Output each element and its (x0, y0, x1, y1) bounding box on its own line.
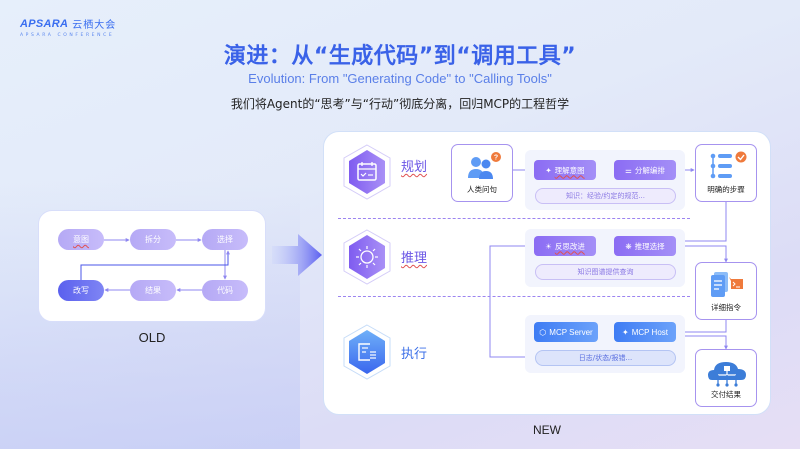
old-node-select: 选择 (202, 229, 248, 250)
align-icon: ⚌ (625, 165, 632, 175)
deliver-result-card: 交付结果 (695, 349, 757, 407)
transition-arrow-icon (272, 234, 322, 276)
document-terminal-icon (711, 272, 743, 297)
step-label: MCP Host (631, 327, 668, 337)
old-node-result: 结果 (130, 280, 176, 301)
checklist-icon (710, 151, 747, 179)
old-label: OLD (138, 330, 166, 345)
stage-divider (338, 218, 690, 219)
old-node-intent: 意图 (58, 229, 104, 250)
card-label: 明确的步骤 (707, 185, 745, 194)
reasoning-knowledge-note: 知识图谱提供查询 (535, 264, 676, 280)
sun-icon: ☀ (545, 241, 552, 251)
step-reflect-improve: ☀反思改进 (534, 236, 596, 256)
card-label: 交付结果 (711, 390, 741, 399)
logo-brand: APSARA (20, 17, 69, 30)
stage-label-planning: 规划 (401, 156, 427, 175)
step-label: 分解编排 (634, 165, 665, 175)
step-label: 理解意图 (554, 165, 585, 175)
server-cube-icon: ⬡ (539, 327, 547, 337)
execution-log-note: 日志/状态/报错... (535, 350, 676, 366)
planning-knowledge-note: 知识：经验/约定的规范... (535, 188, 676, 204)
old-flow-panel (38, 210, 266, 322)
old-node-rewrite: 改写 (58, 280, 104, 301)
step-reason-select: ❋推理选择 (614, 236, 676, 256)
clear-steps-card: 明确的步骤 (695, 144, 757, 202)
cloud-network-icon (708, 362, 746, 387)
step-label: 反思改进 (554, 241, 585, 251)
detailed-instructions-card: 详细指令 (695, 262, 757, 320)
old-node-code: 代码 (202, 280, 248, 301)
stage-divider (338, 296, 690, 297)
logo-cn: 云栖大会 (72, 20, 117, 31)
stage-planning-text: 规划 (401, 160, 428, 175)
stage-label-reasoning: 推理 (401, 247, 427, 266)
sparkle-icon: ✦ (545, 165, 552, 175)
calendar-check-icon (343, 144, 391, 200)
card-label: 人类问句 (467, 185, 497, 194)
page-subtitle: Evolution: From "Generating Code" to "Ca… (248, 71, 552, 86)
step-understand-intent: ✦理解意图 (534, 160, 596, 180)
new-label: NEW (533, 423, 561, 437)
page-tagline: 我们将Agent的“思考”与“行动”彻底分离，回归MCP的工程哲学 (230, 97, 570, 111)
logo-subtitle: APSARA CONFERENCE (20, 33, 115, 38)
human-question-card: ? 人类问句 (451, 144, 513, 202)
brain-gear-icon (343, 229, 391, 285)
document-list-icon (343, 324, 391, 380)
network-icon: ❋ (625, 241, 632, 251)
card-label: 详细指令 (711, 303, 741, 312)
page-title: 演进：从“生成代码”到“调用工具” (223, 44, 577, 69)
svg-text:?: ? (494, 155, 498, 162)
old-node-label: 意图 (73, 235, 89, 244)
step-mcp-server: ⬡MCP Server (534, 322, 598, 342)
apsara-logo: APSARA 云栖大会 APSARA CONFERENCE (20, 16, 117, 39)
users-icon: ? (468, 152, 501, 179)
step-mcp-host: ✦MCP Host (614, 322, 676, 342)
old-node-split: 拆分 (130, 229, 176, 250)
sparkle-icon: ✦ (621, 327, 629, 337)
stage-reasoning-text: 推理 (401, 251, 428, 266)
stage-label-execution: 执行 (401, 347, 428, 362)
step-decompose: ⚌分解编排 (614, 160, 676, 180)
step-label: MCP Server (549, 327, 593, 337)
step-label: 推理选择 (634, 241, 665, 251)
